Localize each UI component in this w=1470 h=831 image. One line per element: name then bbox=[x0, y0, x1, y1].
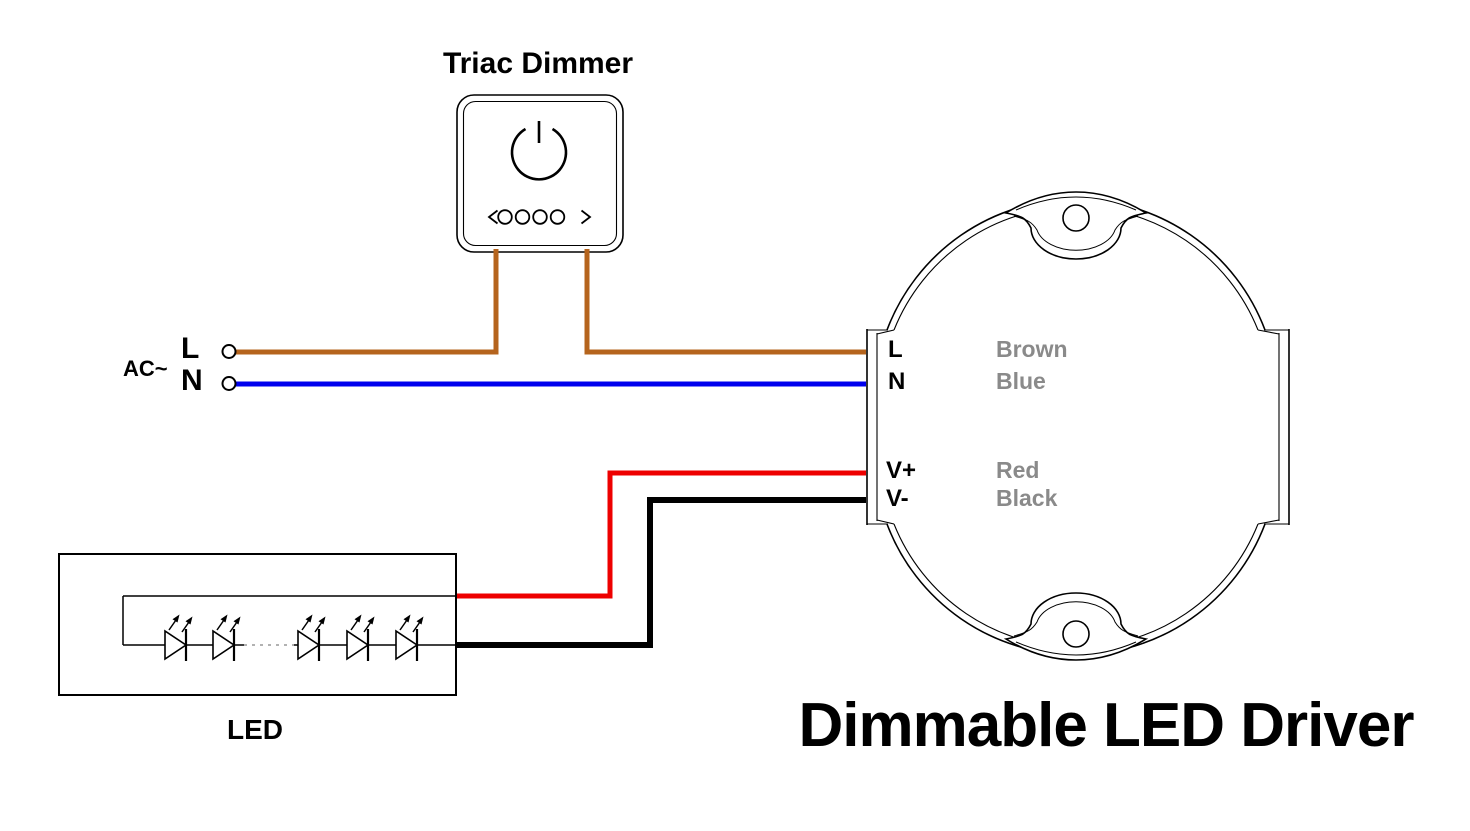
source-neutral-label: N bbox=[181, 364, 203, 397]
led-symbol bbox=[394, 613, 425, 663]
led-symbol bbox=[163, 613, 194, 663]
driver-port-vminus-label: V- bbox=[886, 485, 909, 512]
power-icon bbox=[510, 121, 568, 181]
slider-dot bbox=[497, 209, 513, 225]
led-module bbox=[58, 553, 457, 696]
driver-port-vplus-label: V+ bbox=[886, 457, 917, 484]
led-symbol bbox=[345, 613, 376, 663]
triac-dimmer-device bbox=[456, 94, 624, 253]
led-module-label: LED bbox=[227, 714, 283, 745]
driver-right-flat-joints bbox=[1257, 329, 1289, 525]
wire-color-red-label: Red bbox=[996, 457, 1040, 483]
driver-bottom-mounting-tab bbox=[1005, 592, 1147, 661]
wire-color-blue-label: Blue bbox=[996, 368, 1046, 394]
led-symbol bbox=[211, 613, 242, 663]
live-terminal-circle bbox=[221, 344, 237, 359]
led-symbol bbox=[296, 613, 327, 663]
slider-dot bbox=[549, 209, 566, 225]
dimmer-slider bbox=[487, 209, 592, 225]
ac-source-label: AC~ bbox=[123, 356, 168, 381]
slider-dot bbox=[514, 209, 531, 225]
page-title: Dimmable LED Driver bbox=[798, 691, 1415, 760]
led-module-box bbox=[58, 553, 457, 696]
triac-dimmer-label: Triac Dimmer bbox=[442, 47, 634, 80]
wire-color-black-label: Black bbox=[996, 485, 1058, 511]
wire-live-brown bbox=[236, 249, 866, 355]
driver-left-flat-joints bbox=[867, 329, 895, 525]
led-positive-rail bbox=[122, 595, 456, 645]
source-live-label: L bbox=[181, 332, 200, 365]
led-driver-body bbox=[866, 191, 1290, 661]
slider-left-arrow-icon bbox=[487, 209, 499, 225]
neutral-terminal-circle bbox=[221, 376, 237, 391]
wires bbox=[221, 249, 866, 648]
slider-right-arrow-icon bbox=[580, 209, 592, 225]
wire-vplus-red bbox=[456, 470, 866, 599]
dimmer-inner-frame bbox=[462, 100, 618, 247]
wire-color-brown-label: Brown bbox=[996, 336, 1068, 362]
driver-port-live-label: L bbox=[888, 336, 903, 363]
driver-port-neutral-label: N bbox=[888, 368, 906, 395]
wire-vminus-black bbox=[456, 497, 866, 648]
driver-top-mounting-tab bbox=[1005, 191, 1147, 260]
dimmer-outer-frame bbox=[456, 94, 624, 253]
slider-dot bbox=[532, 209, 548, 225]
